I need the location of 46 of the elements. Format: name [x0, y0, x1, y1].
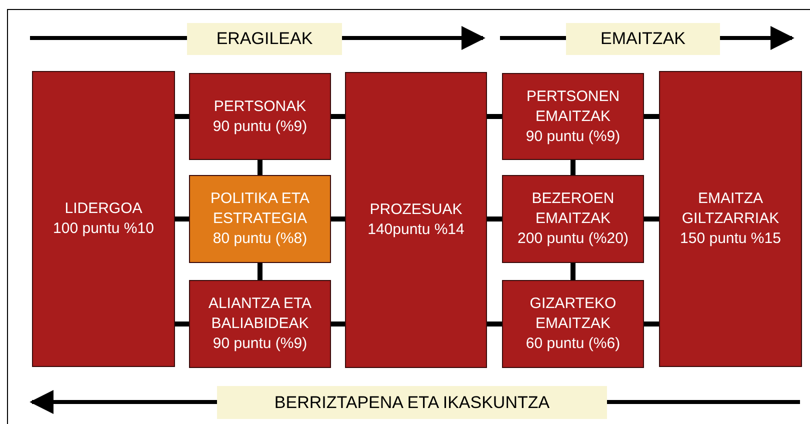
connector-line [487, 216, 502, 222]
connector-line [175, 322, 189, 326]
criterion-points: 90 puntu (%9) [526, 126, 620, 146]
criterion-points: 90 puntu (%9) [212, 334, 308, 354]
criterion-title: PERTSONEN EMAITZAK [525, 86, 621, 126]
connector-line [487, 114, 502, 119]
connector-line [487, 322, 502, 326]
criterion-points: 140puntu %14 [368, 220, 464, 240]
criterion-title: ALIANTZA ETA BALIABIDEAK [207, 294, 313, 334]
criterion-box [189, 175, 331, 263]
criterion-points: 80 puntu (%8) [212, 229, 308, 249]
criterion-points: 200 puntu (%20) [518, 229, 628, 249]
connector-line [644, 216, 659, 222]
criterion-box [32, 71, 175, 367]
criterion-points: 90 puntu (%9) [212, 116, 308, 136]
section-label: BERRIZTAPENA ETA IKASKUNTZA [217, 386, 607, 419]
criterion-title: PROZESUAK [370, 200, 462, 220]
criterion-points: 150 puntu %15 [680, 229, 781, 249]
section-label: ERAGILEAK [187, 23, 342, 55]
connector-line [175, 216, 189, 222]
criterion-points: 60 puntu (%6) [526, 334, 620, 354]
connector-line [570, 160, 576, 175]
criterion-title: EMAITZA GILTZARRIAK [680, 189, 780, 229]
section-label: EMAITZAK [566, 23, 720, 55]
criterion-title: LIDERGOA [64, 199, 142, 219]
criterion-title: POLITIKA ETA ESTRATEGIA [210, 189, 310, 229]
connector-line [258, 263, 262, 280]
criterion-points: 100 puntu %10 [53, 219, 154, 239]
criterion-box [345, 72, 487, 368]
connector-line [331, 114, 345, 119]
connector-line [570, 263, 576, 280]
connector-line [258, 160, 262, 175]
connector-line [175, 114, 189, 119]
connector-line [331, 216, 345, 222]
criterion-box [502, 280, 644, 368]
connector-line [644, 322, 659, 326]
connector-line [331, 322, 345, 326]
criterion-box [502, 175, 644, 263]
criterion-box [502, 73, 644, 160]
connector-line [644, 114, 659, 119]
criterion-box [189, 280, 331, 368]
criterion-box [659, 71, 802, 367]
criterion-box [189, 73, 331, 160]
criterion-title: BEZEROEN EMAITZAK [530, 189, 616, 229]
criterion-title: GIZARTEKO EMAITZAK [528, 294, 618, 334]
criterion-title: PERTSONAK [214, 96, 306, 116]
